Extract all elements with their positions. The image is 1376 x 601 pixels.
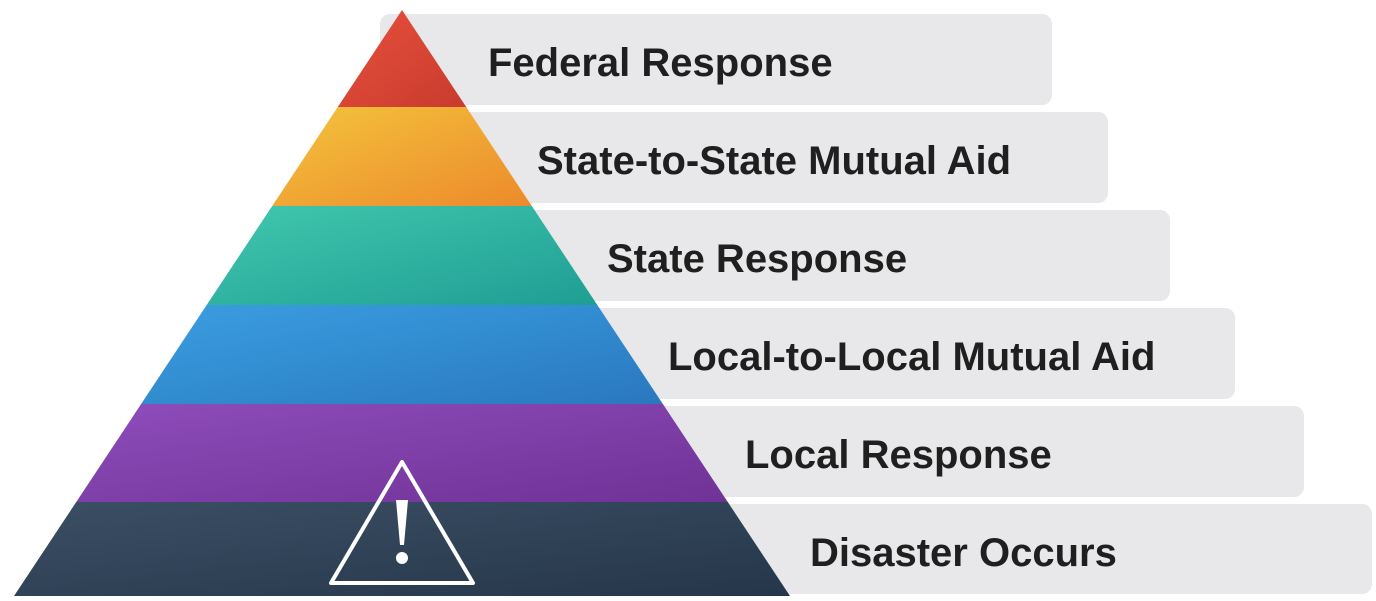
pyramid-layer-state-to-state-mutual-aid xyxy=(272,107,532,206)
label-bar-state-to-state-mutual-aid xyxy=(440,112,1108,203)
label-bar-disaster-occurs xyxy=(700,504,1372,594)
pyramid-layer-local-response xyxy=(76,404,728,502)
level-label-disaster-occurs: Disaster Occurs xyxy=(810,531,1117,575)
label-bar-state-response xyxy=(500,210,1170,301)
label-bar-local-to-local-mutual-aid xyxy=(570,308,1235,399)
level-label-state-to-state-mutual-aid: State-to-State Mutual Aid xyxy=(537,139,1012,183)
level-label-state-response: State Response xyxy=(607,237,908,281)
label-bars xyxy=(380,14,1372,594)
pyramid-layer-local-to-local-mutual-aid xyxy=(141,305,663,404)
level-label-local-response: Local Response xyxy=(745,433,1052,477)
level-label-federal-response: Federal Response xyxy=(488,41,833,85)
pyramid-layer-federal-response xyxy=(337,10,467,107)
pyramid-layer-disaster-occurs xyxy=(14,502,790,596)
pyramid-layers xyxy=(14,10,790,596)
warning-triangle-icon xyxy=(329,460,475,585)
level-label-local-to-local-mutual-aid: Local-to-Local Mutual Aid xyxy=(668,335,1156,379)
pyramid-layer-state-response xyxy=(206,206,598,305)
label-bar-federal-response xyxy=(380,14,1052,105)
label-bar-local-response xyxy=(640,406,1304,497)
